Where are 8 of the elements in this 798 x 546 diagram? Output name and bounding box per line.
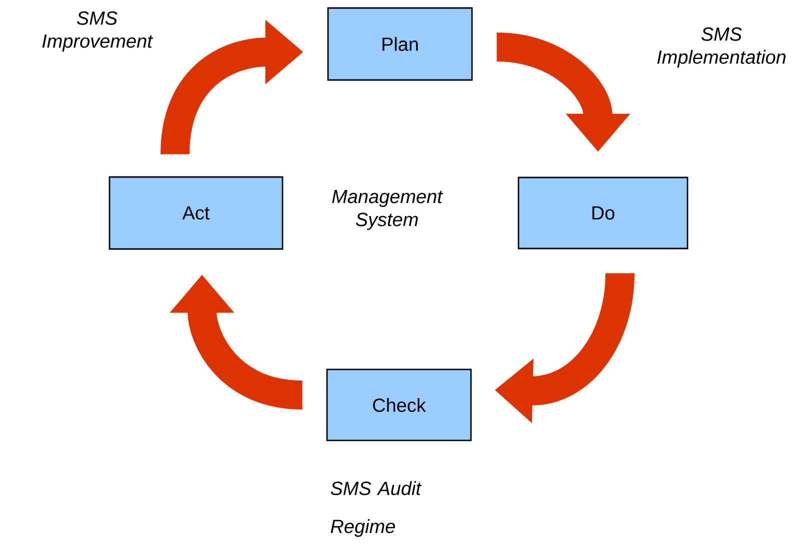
process-box: Check	[326, 368, 472, 442]
edge-label: SMS Implementation	[657, 27, 786, 68]
caption-text: SMS Audit Regime	[330, 481, 422, 537]
process-box: Act	[108, 176, 284, 250]
edge-label: SMS Improvement	[42, 11, 154, 52]
process-box: Plan	[327, 7, 473, 81]
process-box: Do	[518, 176, 688, 250]
center-label: Management System	[332, 190, 444, 230]
